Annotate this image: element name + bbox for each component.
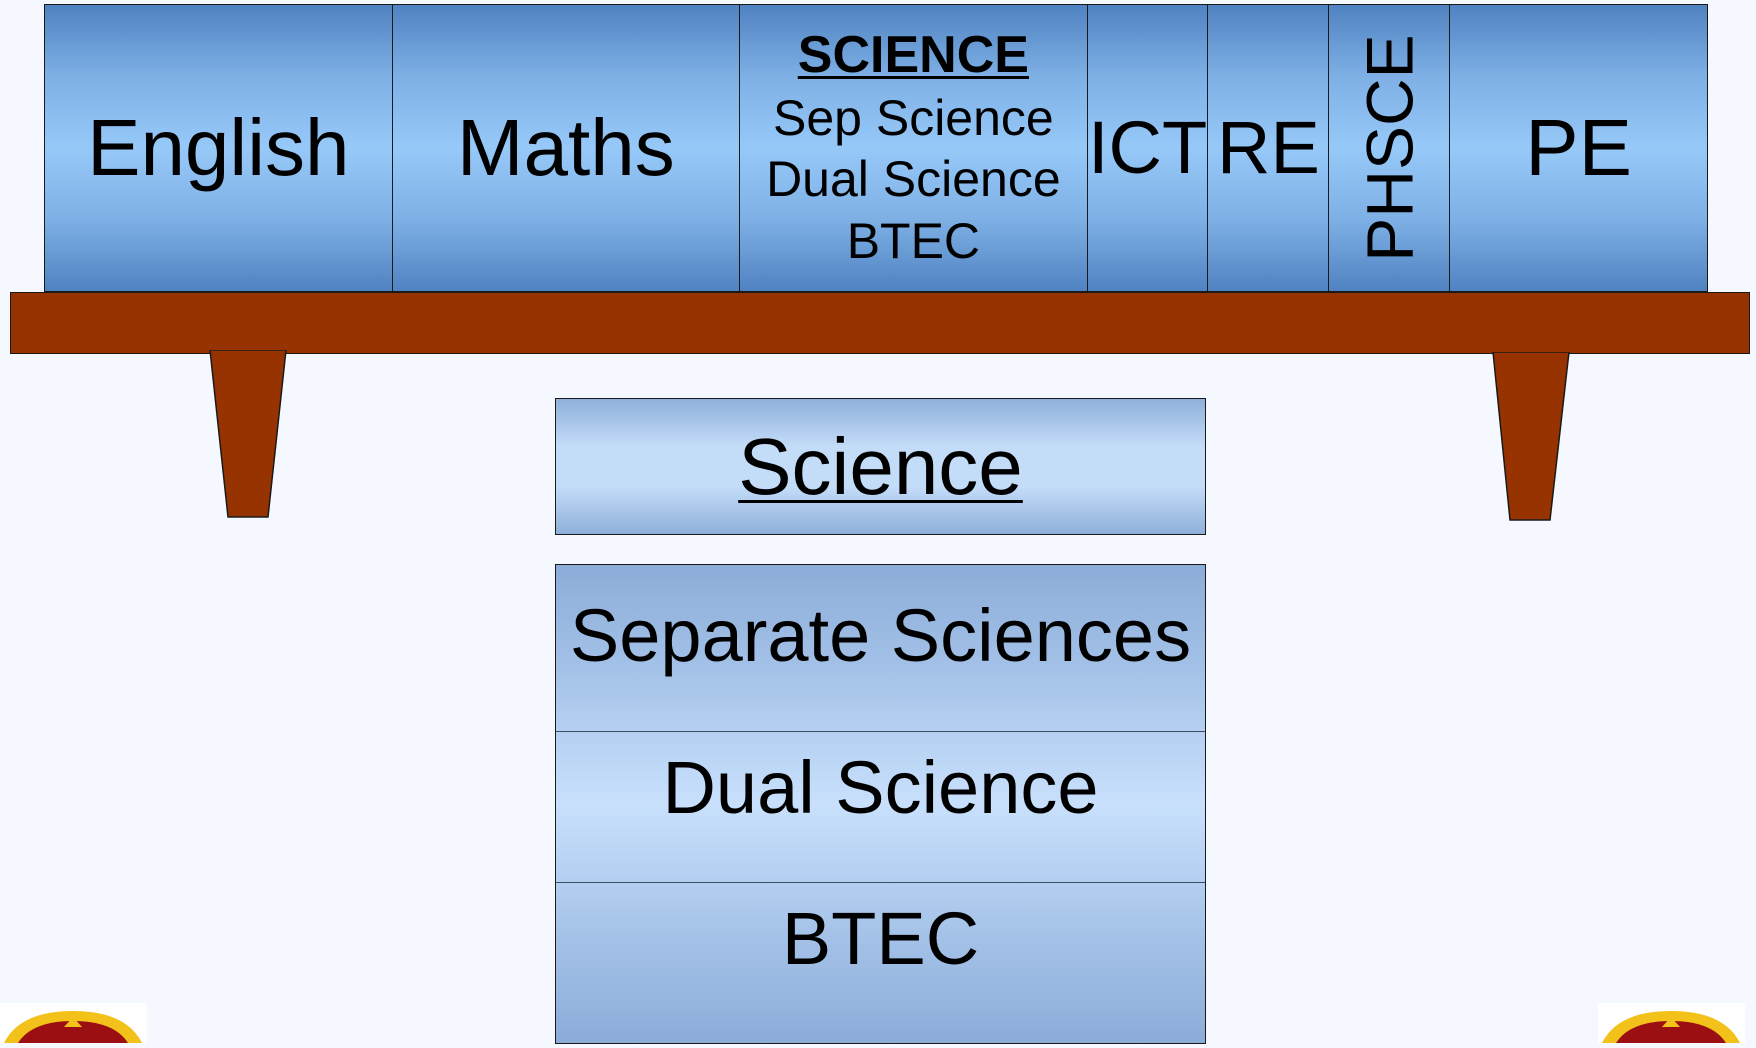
book-science-btec: BTEC xyxy=(846,212,981,269)
course-separate-sciences[interactable]: Separate Sciences xyxy=(569,594,1192,677)
book-science-heading: SCIENCE xyxy=(797,25,1029,84)
school-crest-left xyxy=(0,1003,147,1043)
course-dual-science[interactable]: Dual Science xyxy=(662,746,1099,829)
book-science-stack: SCIENCE Sep Science Dual Science BTEC xyxy=(766,24,1061,272)
book-english[interactable]: English xyxy=(45,5,393,291)
crest-icon xyxy=(4,1011,142,1043)
book-maths[interactable]: Maths xyxy=(392,5,741,291)
shelf-plank xyxy=(10,292,1750,354)
course-divider xyxy=(556,731,1205,732)
science-title: Science xyxy=(738,421,1023,511)
book-maths-label: Maths xyxy=(456,103,675,192)
book-phsce[interactable]: PHSCE xyxy=(1329,5,1451,291)
science-course-list: Separate Sciences Dual Science BTEC xyxy=(555,564,1206,1044)
book-science-dual: Dual Science xyxy=(766,151,1061,208)
book-science-sep: Sep Science xyxy=(772,89,1054,146)
book-ict-label: ICT xyxy=(1087,106,1208,189)
book-re[interactable]: RE xyxy=(1208,5,1330,291)
bookshelf-books: English Maths SCIENCE Sep Science Dual S… xyxy=(44,4,1708,292)
crest-icon xyxy=(1602,1011,1740,1043)
course-btec[interactable]: BTEC xyxy=(781,897,980,980)
book-ict[interactable]: ICT xyxy=(1087,5,1209,291)
book-science[interactable]: SCIENCE Sep Science Dual Science BTEC xyxy=(740,5,1088,291)
science-title-box: Science xyxy=(555,398,1206,535)
shelf-bracket-left xyxy=(209,350,287,518)
course-divider xyxy=(556,882,1205,883)
book-phsce-label: PHSCE xyxy=(1352,34,1427,262)
book-pe[interactable]: PE xyxy=(1450,5,1707,291)
book-english-label: English xyxy=(87,103,350,192)
book-re-label: RE xyxy=(1217,106,1320,189)
shelf-bracket-right xyxy=(1492,352,1570,521)
school-crest-right xyxy=(1598,1003,1745,1043)
book-pe-label: PE xyxy=(1525,103,1633,192)
